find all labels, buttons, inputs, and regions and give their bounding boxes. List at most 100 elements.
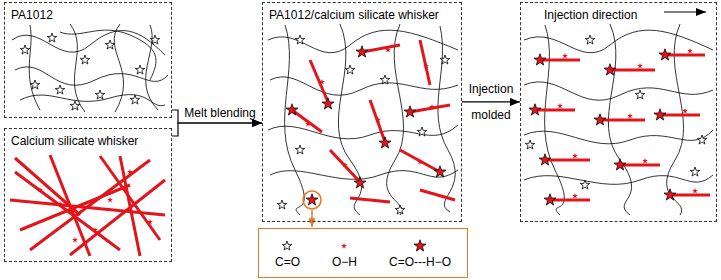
hydroxyl-stars bbox=[107, 197, 113, 202]
dashed-panel: PA1012/calcium silicate whisker bbox=[262, 2, 462, 222]
hydroxyl-stars bbox=[692, 188, 698, 193]
polymer-chains bbox=[285, 25, 305, 215]
carbonyl-stars bbox=[295, 145, 305, 154]
hydroxyl-stars bbox=[687, 48, 693, 53]
whisker-bars bbox=[292, 40, 455, 202]
arrow-label: Injection molded bbox=[464, 76, 518, 128]
whisker-bars bbox=[350, 198, 390, 202]
carbonyl-stars bbox=[525, 35, 707, 189]
whisker-bars bbox=[330, 150, 360, 182]
polymer-chains bbox=[667, 24, 684, 215]
aligned-whisker-bars bbox=[540, 59, 580, 62]
aligned-whisker-bars bbox=[545, 159, 590, 162]
whisker-bars bbox=[70, 180, 165, 255]
aligned-whisker-bars bbox=[620, 164, 660, 167]
legend-text: C=O bbox=[275, 255, 300, 269]
polymer-chains bbox=[524, 175, 713, 184]
whisker-bars bbox=[100, 156, 160, 240]
hydroxyl-stars bbox=[642, 158, 648, 163]
hydrogen-bond-stars bbox=[529, 104, 541, 115]
polymer-chains bbox=[545, 25, 565, 215]
hydroxyl-stars bbox=[682, 108, 688, 113]
carbonyl-stars bbox=[30, 80, 40, 89]
aligned-whisker-bars bbox=[665, 54, 705, 57]
hydroxyl-stars bbox=[562, 53, 568, 58]
whisker-bars bbox=[400, 150, 440, 172]
polymer-chains bbox=[524, 82, 713, 100]
direction-arrow bbox=[664, 12, 706, 13]
hydroxyl-stars bbox=[37, 187, 43, 192]
polymer-chains bbox=[12, 31, 165, 55]
carbonyl-stars bbox=[635, 90, 645, 99]
legend-symbol bbox=[414, 240, 426, 251]
legend-box: C=O O−H C=O---H−O bbox=[258, 228, 468, 278]
polymer-chains bbox=[268, 24, 458, 215]
carbonyl-stars bbox=[70, 101, 80, 110]
legend-text: O−H bbox=[332, 255, 357, 269]
polymer-chains bbox=[20, 95, 165, 106]
polymer-chains bbox=[270, 170, 458, 179]
aligned-whisker-bars bbox=[610, 69, 655, 72]
whisker-bars bbox=[370, 100, 385, 142]
dashed-panel: Injection direction bbox=[520, 2, 717, 222]
polymer-chains bbox=[60, 30, 156, 80]
carbonyl-stars bbox=[277, 35, 450, 214]
hydrogen-bond-stars bbox=[659, 49, 671, 60]
polymer-chains bbox=[524, 24, 713, 215]
carbonyl-stars bbox=[47, 33, 57, 42]
direction-arrow bbox=[664, 12, 706, 13]
hydroxyl-stars bbox=[423, 63, 429, 68]
hydrogen-bond-stars bbox=[614, 159, 626, 170]
hydroxyl-stars bbox=[429, 104, 435, 109]
whisker-bars bbox=[420, 40, 430, 85]
whisker-bars bbox=[10, 155, 165, 256]
hydroxyl-stars bbox=[627, 113, 633, 118]
legend-symbol bbox=[283, 241, 293, 250]
legend-symbol bbox=[276, 237, 298, 255]
carbonyl-stars bbox=[585, 35, 595, 44]
polymer-chains bbox=[15, 67, 168, 85]
panel-heading: PA1012/calcium silicate whisker bbox=[266, 7, 442, 23]
hydrogen-bond-stars bbox=[354, 177, 366, 188]
hydrogen-bond-stars bbox=[286, 104, 298, 115]
hydroxyl-stars bbox=[572, 193, 578, 198]
hydrogen-bond-stars bbox=[539, 154, 551, 165]
carbonyl-stars bbox=[105, 40, 115, 49]
hydroxyl-stars bbox=[342, 162, 348, 167]
polymer-chains bbox=[268, 125, 458, 139]
polymer-chains bbox=[387, 24, 404, 215]
legend-entry: C=O---H−O bbox=[389, 237, 451, 269]
legend-symbol bbox=[342, 243, 348, 248]
aligned-whisker-bars bbox=[550, 199, 590, 202]
legend-symbol bbox=[333, 237, 355, 255]
callout-circle bbox=[303, 191, 321, 209]
flow-arrow bbox=[462, 101, 520, 102]
whisker-bars bbox=[120, 156, 140, 256]
hydrogen-bond-stars bbox=[379, 137, 391, 148]
arrow-label: Melt blending bbox=[184, 106, 255, 120]
dashed-panel: Calcium silicate whisker bbox=[4, 128, 172, 262]
carbonyl-stars bbox=[80, 55, 90, 64]
callout-circle bbox=[311, 210, 313, 227]
carbonyl-stars bbox=[20, 33, 160, 110]
hydrogen-bond-stars bbox=[322, 98, 334, 109]
whisker-bars bbox=[410, 105, 450, 112]
panel-heading: Injection direction bbox=[541, 7, 640, 23]
hydrogen-bond-stars bbox=[356, 46, 368, 57]
aligned-whisker-bars bbox=[660, 114, 700, 117]
legend-symbol bbox=[409, 237, 431, 255]
hydrogen-bond-stars bbox=[534, 54, 546, 65]
hydroxyl-stars bbox=[557, 48, 698, 198]
whisker-bars bbox=[310, 60, 328, 102]
hydrogen-bond-stars bbox=[654, 109, 666, 120]
polymer-chains bbox=[524, 130, 713, 144]
flow-arrow bbox=[172, 123, 262, 136]
legend-text: C=O---H−O bbox=[389, 255, 451, 269]
hydroxyl-stars bbox=[72, 237, 78, 242]
aligned-whisker-bars bbox=[600, 119, 645, 122]
hydroxyl-stars bbox=[417, 159, 423, 164]
hydroxyl-stars bbox=[127, 169, 133, 174]
carbonyl-stars bbox=[525, 140, 535, 149]
whisker-bars bbox=[15, 158, 80, 215]
hydroxyl-stars bbox=[147, 219, 153, 224]
